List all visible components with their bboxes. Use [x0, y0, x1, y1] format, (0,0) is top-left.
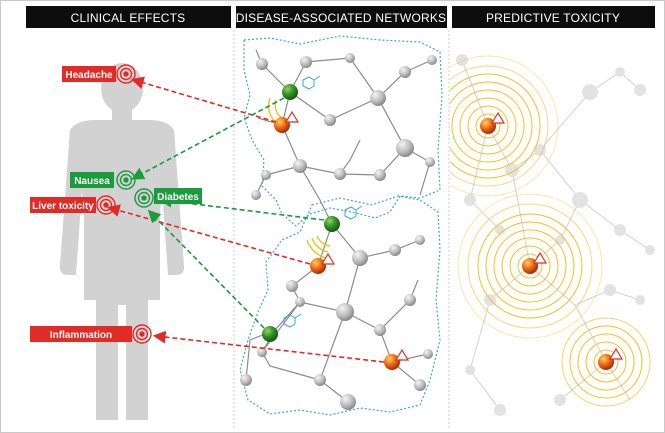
target-icon: [96, 195, 116, 215]
ripple-2: [457, 193, 603, 339]
molecule-icon-3: [283, 313, 302, 328]
drug-node-2: [324, 216, 340, 232]
warning-icon: [320, 252, 336, 265]
human-silhouette: [59, 63, 185, 420]
effect-label-diabetes: Diabetes: [157, 192, 199, 203]
arrow-inflammation: [152, 330, 385, 363]
warning-icon: [532, 251, 548, 264]
toxicity-node-3: [384, 348, 410, 370]
toxicity-ripples: [450, 55, 651, 407]
effect-label-headache: Headache: [65, 70, 113, 81]
predicted-toxicity-node-3: [598, 347, 624, 370]
effect-tag-liver-toxicity: Liver toxicity: [30, 195, 116, 215]
panel-title-toxicity: PREDICTIVE TOXICITY: [486, 11, 620, 25]
toxicity-node-1: [274, 110, 300, 133]
drug-node-1: [282, 84, 298, 100]
target-icon: [116, 64, 136, 84]
network-outline-lower: [239, 195, 441, 416]
predicted-toxicity-node-2: [522, 251, 548, 274]
effect-label-inflammation: Inflammation: [50, 330, 112, 341]
network-nodes: [240, 53, 437, 410]
panel-title-networks: DISEASE-ASSOCIATED NETWORKS: [236, 11, 447, 25]
panel-header-networks: DISEASE-ASSOCIATED NETWORKS: [236, 6, 447, 28]
warning-icon: [394, 348, 410, 361]
effect-tag-headache: Headache: [62, 64, 136, 84]
arrow-liver-toxicity: [106, 204, 311, 265]
predicted-toxicity-node-1: [480, 111, 506, 134]
arrow-nausea: [131, 97, 285, 180]
target-icon: [132, 324, 152, 344]
arrow-diabetes-2: [147, 209, 265, 329]
molecule-icon-2: [344, 205, 363, 220]
warning-icon: [608, 347, 624, 360]
target-icon: [116, 170, 136, 190]
panel-header-toxicity: PREDICTIVE TOXICITY: [452, 6, 655, 28]
drug-node-3: [262, 326, 278, 342]
effect-tag-diabetes: Diabetes: [134, 188, 202, 208]
network-outline-upper: [243, 35, 443, 227]
target-icon: [134, 188, 154, 208]
arrow-headache: [130, 76, 277, 123]
panel-header-clinical: CLINICAL EFFECTS: [26, 6, 231, 28]
panel-title-clinical: CLINICAL EFFECTS: [71, 11, 186, 25]
warning-icon: [490, 111, 506, 124]
effect-label-nausea: Nausea: [74, 176, 110, 187]
toxicity-node-2: [310, 252, 336, 274]
warning-icon: [284, 110, 300, 123]
effect-tag-inflammation: Inflammation: [30, 324, 152, 344]
molecule-icon-1: [302, 75, 321, 90]
ripple-3: [561, 317, 651, 407]
effect-tag-nausea: Nausea: [70, 170, 136, 190]
ripple-1: [450, 55, 559, 197]
effect-label-liver-toxicity: Liver toxicity: [32, 201, 94, 212]
